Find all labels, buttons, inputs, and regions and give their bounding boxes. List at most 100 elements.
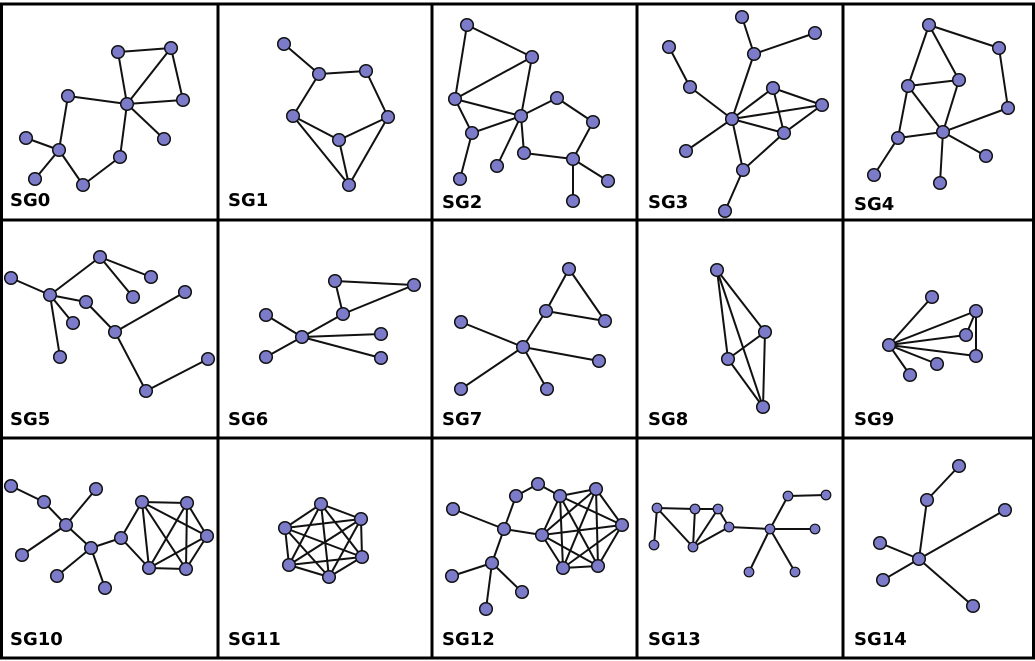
graph-edge bbox=[320, 503, 362, 520]
graph-node bbox=[134, 494, 150, 510]
graph-node bbox=[724, 111, 740, 127]
graph-node bbox=[489, 158, 505, 174]
panel-border bbox=[0, 436, 220, 660]
graph-node bbox=[814, 97, 830, 113]
graph-edge bbox=[888, 310, 977, 346]
graph-node bbox=[968, 348, 984, 364]
graph-node bbox=[143, 269, 159, 285]
graph-edge bbox=[731, 104, 823, 120]
graph-edge bbox=[292, 73, 320, 117]
graph-edge bbox=[338, 139, 350, 186]
graph-edge bbox=[762, 331, 766, 408]
graph-edge bbox=[888, 296, 933, 346]
graph-node bbox=[929, 356, 945, 372]
graph-node bbox=[549, 90, 565, 106]
graph-node bbox=[313, 496, 329, 512]
graph-node bbox=[452, 171, 468, 187]
graph-node bbox=[75, 177, 91, 193]
subgraph-label: SG14 bbox=[854, 629, 907, 650]
graph-node bbox=[1000, 100, 1016, 116]
graph-edge bbox=[783, 104, 823, 134]
graph-edge bbox=[888, 334, 967, 346]
graph-edge bbox=[334, 280, 415, 286]
panel-sg13: SG13 bbox=[635, 436, 845, 660]
graph-node bbox=[3, 270, 19, 286]
graph-edge bbox=[907, 85, 944, 133]
graph-node bbox=[52, 349, 68, 365]
graph-node bbox=[321, 569, 337, 585]
graph-node bbox=[900, 78, 916, 94]
graph-edge bbox=[454, 24, 468, 100]
graph-edge bbox=[90, 547, 106, 589]
graph-edge bbox=[742, 132, 785, 171]
graph-node bbox=[765, 80, 781, 96]
subgraph-label: SG6 bbox=[228, 409, 268, 430]
subgraph-label: SG2 bbox=[442, 192, 482, 213]
graph-edge bbox=[716, 269, 729, 360]
graph-edge bbox=[58, 95, 69, 151]
graph-edge bbox=[541, 524, 623, 536]
graph-node bbox=[514, 584, 530, 600]
graph-node bbox=[809, 523, 821, 535]
graph-edge bbox=[114, 291, 186, 333]
graph-node bbox=[872, 535, 888, 551]
panel-sg2: SG2 bbox=[430, 2, 639, 222]
graph-edge bbox=[926, 465, 960, 501]
graph-edge bbox=[126, 47, 172, 105]
graph-node bbox=[552, 488, 568, 504]
graph-edge bbox=[284, 527, 330, 578]
graph-edge bbox=[522, 310, 547, 348]
graph-edge bbox=[939, 131, 944, 184]
graph-edge bbox=[452, 508, 505, 530]
graph-edge bbox=[114, 331, 147, 392]
graph-node bbox=[327, 273, 343, 289]
subgraph-label: SG5 bbox=[10, 409, 50, 430]
graph-node bbox=[311, 66, 327, 82]
subgraph-label: SG7 bbox=[442, 409, 482, 430]
graph-edge bbox=[485, 562, 493, 610]
graph-edge bbox=[918, 499, 928, 560]
graph-edge bbox=[897, 131, 944, 139]
graph-node bbox=[597, 313, 613, 329]
graph-edge bbox=[942, 131, 987, 157]
graph-edge bbox=[117, 47, 172, 53]
panel-sg0: SG0 bbox=[0, 2, 220, 222]
graph-node bbox=[591, 353, 607, 369]
graph-edge bbox=[772, 87, 823, 106]
graph-edge bbox=[668, 46, 691, 88]
graph-node bbox=[921, 17, 937, 33]
graph-edge bbox=[731, 118, 785, 134]
graph-node bbox=[277, 520, 293, 536]
graph-node bbox=[78, 294, 94, 310]
graph-node bbox=[97, 580, 113, 596]
subgraph-label: SG11 bbox=[228, 629, 281, 650]
graph-node bbox=[478, 601, 494, 617]
graph-node bbox=[341, 177, 357, 193]
graph-edge bbox=[769, 528, 796, 573]
graph-edge bbox=[56, 547, 92, 577]
graph-node bbox=[902, 367, 918, 383]
graph-node bbox=[524, 49, 540, 65]
graph-node bbox=[746, 46, 762, 62]
graph-edge bbox=[942, 79, 960, 133]
graph-edge bbox=[301, 333, 382, 338]
graph-edge bbox=[338, 116, 389, 141]
panel-border bbox=[635, 436, 845, 660]
graph-edge bbox=[460, 346, 524, 390]
graph-edge bbox=[772, 87, 785, 134]
graph-edge bbox=[998, 47, 1009, 109]
graph-node bbox=[743, 566, 755, 578]
graph-edge bbox=[320, 503, 330, 578]
graph-edge bbox=[185, 502, 188, 570]
graph-edge bbox=[141, 501, 187, 570]
panel-sg7: SG7 bbox=[430, 218, 639, 440]
graph-edge bbox=[301, 313, 344, 338]
graph-edge bbox=[301, 336, 382, 359]
graph-edge bbox=[692, 526, 730, 548]
graph-node bbox=[107, 324, 123, 340]
graph-node bbox=[661, 39, 677, 55]
graph-edge bbox=[731, 118, 744, 171]
graph-node bbox=[110, 44, 126, 60]
graph-edge bbox=[49, 294, 61, 358]
graph-node bbox=[276, 36, 292, 52]
